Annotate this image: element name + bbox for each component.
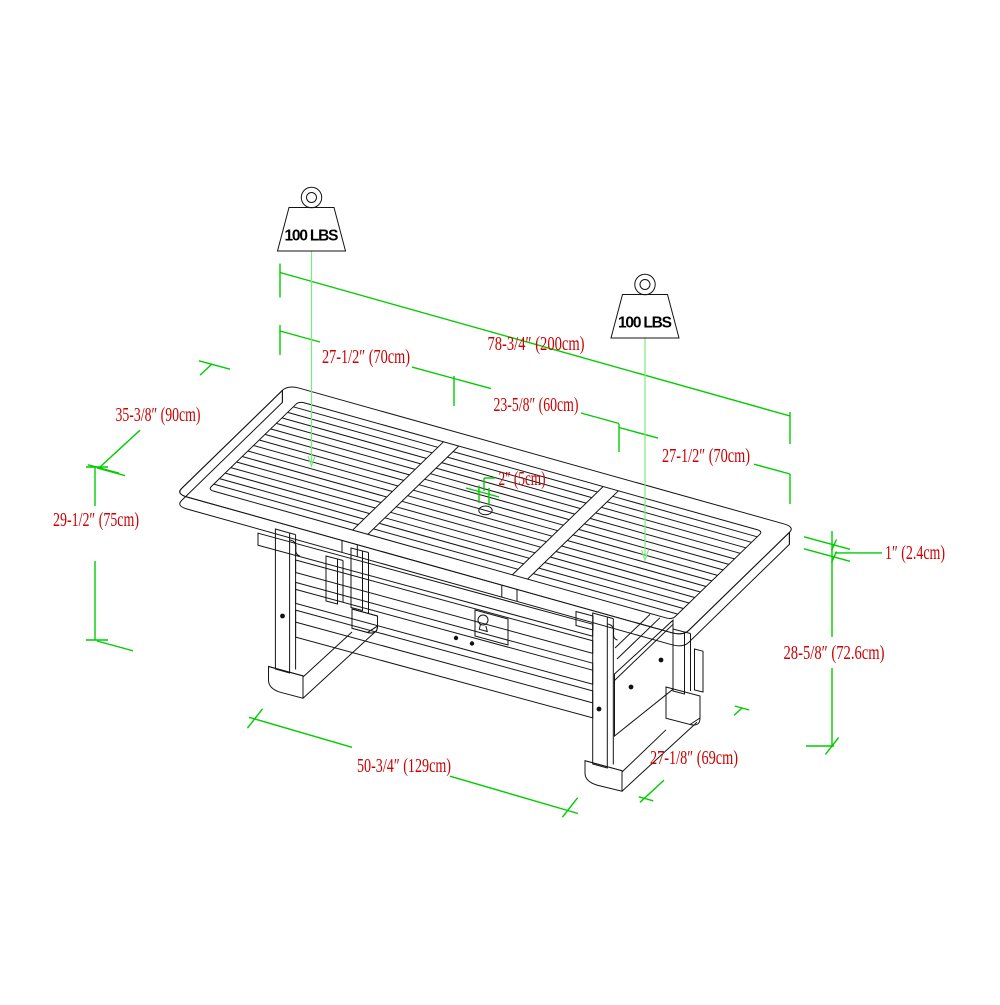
svg-text:29-1/2″ (75cm): 29-1/2″ (75cm) <box>53 509 139 531</box>
svg-text:50-3/4″ (129cm): 50-3/4″ (129cm) <box>357 755 451 777</box>
svg-text:2″ (5cm): 2″ (5cm) <box>499 468 546 490</box>
svg-text:27-1/2″ (70cm): 27-1/2″ (70cm) <box>662 445 750 467</box>
svg-text:27-1/2″ (70cm): 27-1/2″ (70cm) <box>322 346 410 368</box>
svg-text:100 LBS: 100 LBS <box>618 315 672 332</box>
svg-text:27-1/8″ (69cm): 27-1/8″ (69cm) <box>650 747 738 769</box>
svg-text:35-3/8″ (90cm): 35-3/8″ (90cm) <box>116 404 201 426</box>
svg-text:23-5/8″ (60cm): 23-5/8″ (60cm) <box>494 394 579 416</box>
svg-text:78-3/4″ (200cm): 78-3/4″ (200cm) <box>488 333 585 355</box>
svg-text:28-5/8″ (72.6cm): 28-5/8″ (72.6cm) <box>784 642 885 664</box>
svg-text:1″ (2.4cm): 1″ (2.4cm) <box>885 542 945 564</box>
svg-text:100 LBS: 100 LBS <box>285 228 339 245</box>
